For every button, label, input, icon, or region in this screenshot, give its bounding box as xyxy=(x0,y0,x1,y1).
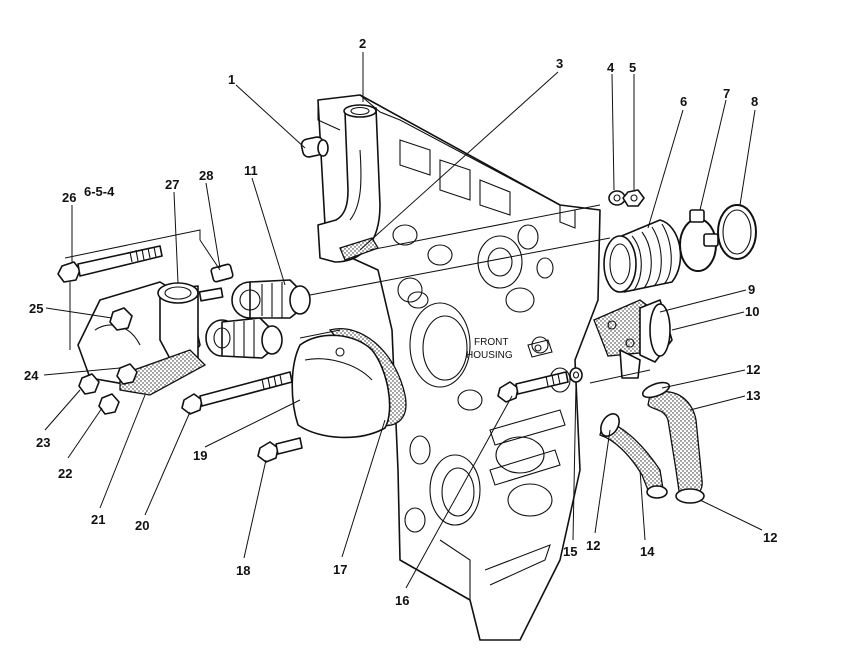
callout-labels: 1 2 3 4 5 6 7 8 9 10 11 12 13 12 12 14 1… xyxy=(24,36,777,608)
water-outlet-housing xyxy=(77,281,207,396)
callout-8: 8 xyxy=(751,94,758,109)
seal-ring xyxy=(717,204,757,260)
water-hose-upper xyxy=(641,381,705,504)
callout-16: 16 xyxy=(395,593,409,608)
assembly-lines xyxy=(64,204,651,384)
callout-22: 22 xyxy=(58,466,72,481)
reference-code: 6-5-4 xyxy=(84,184,115,199)
front-housing-label-line2: HOUSING xyxy=(466,350,513,361)
callout-2: 2 xyxy=(359,36,366,51)
callout-21: 21 xyxy=(91,512,105,527)
nut xyxy=(622,189,645,207)
callout-17: 17 xyxy=(333,562,347,577)
callout-4: 4 xyxy=(607,60,615,75)
housing-bolt-23 xyxy=(78,373,100,395)
front-housing-label-line1: FRONT xyxy=(474,337,508,348)
front-housing: FRONT HOUSING xyxy=(317,94,601,641)
callout-9: 9 xyxy=(748,282,755,297)
flange-outlet xyxy=(593,299,673,379)
callout-15: 15 xyxy=(563,544,577,559)
stud-pin xyxy=(210,263,234,283)
thermostat-housing-cover xyxy=(291,334,391,439)
callout-18: 18 xyxy=(236,563,250,578)
callout-20: 20 xyxy=(135,518,149,533)
water-outlet-elbow xyxy=(317,104,381,263)
callout-1: 1 xyxy=(228,72,235,87)
callout-13: 13 xyxy=(746,388,760,403)
bolt-16 xyxy=(497,371,569,403)
housing-bolt-24 xyxy=(116,363,138,385)
short-bolt-18 xyxy=(257,437,303,463)
bellows-coupling xyxy=(603,219,682,293)
callout-26: 26 xyxy=(62,190,76,205)
callout-6: 6 xyxy=(680,94,687,109)
callout-10: 10 xyxy=(745,304,759,319)
washer-15 xyxy=(569,367,583,383)
callout-28: 28 xyxy=(199,168,213,183)
housing-bolt-25 xyxy=(109,307,133,331)
callout-3: 3 xyxy=(556,56,563,71)
callout-5: 5 xyxy=(629,60,636,75)
callout-12-right: 12 xyxy=(763,530,777,545)
callout-23: 23 xyxy=(36,435,50,450)
long-bolt-20 xyxy=(181,371,293,415)
water-hose-lower xyxy=(599,413,668,499)
leader-lines xyxy=(43,52,763,589)
callout-27: 27 xyxy=(165,177,179,192)
plug xyxy=(300,136,329,158)
long-bolt-26 xyxy=(57,245,163,283)
housing-bolt-22 xyxy=(98,393,120,415)
hose-clamp xyxy=(679,209,719,272)
callout-25: 25 xyxy=(29,301,43,316)
thermostat-upper xyxy=(231,279,311,319)
callout-11: 11 xyxy=(244,163,258,178)
callout-19: 19 xyxy=(193,448,207,463)
callout-14: 14 xyxy=(640,544,655,559)
callout-24: 24 xyxy=(24,368,39,383)
flange-bolt xyxy=(198,287,224,302)
callout-12-middle: 12 xyxy=(586,538,600,553)
callout-7: 7 xyxy=(723,86,730,101)
callout-12-upper: 12 xyxy=(746,362,760,377)
thermostat-lower xyxy=(205,317,283,359)
